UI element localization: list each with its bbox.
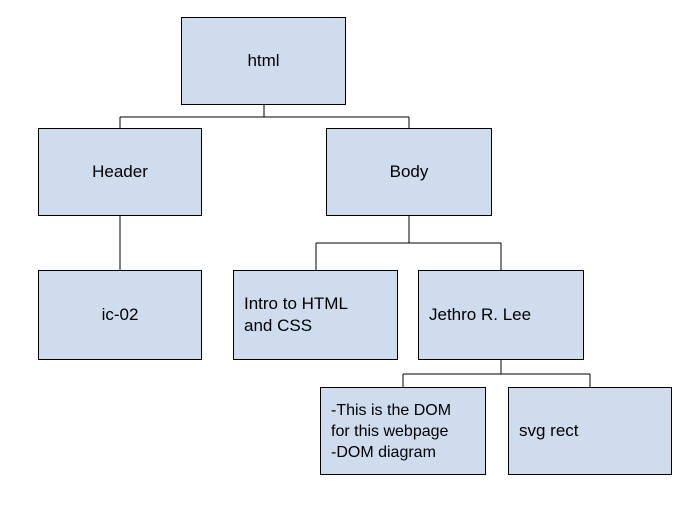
node-intro: Intro to HTML and CSS [233,270,398,360]
node-header: Header [38,128,202,216]
node-html: html [181,17,346,105]
node-jethro-label: Jethro R. Lee [429,305,532,324]
node-svg-rect-label: svg rect [519,421,579,440]
node-html-label: html [247,51,280,70]
node-ic02: ic-02 [38,270,202,360]
node-dom-description-label: -This is the DOM for this webpage -DOM d… [331,401,452,461]
node-body: Body [326,128,492,216]
node-svg-rect: svg rect [508,387,672,475]
node-header-label: Header [92,162,148,181]
node-ic02-label: ic-02 [101,305,139,324]
node-dom-description: -This is the DOM for this webpage -DOM d… [320,387,486,475]
node-intro-label: Intro to HTML and CSS [244,294,348,335]
node-jethro: Jethro R. Lee [418,270,584,360]
node-body-label: Body [389,162,429,181]
